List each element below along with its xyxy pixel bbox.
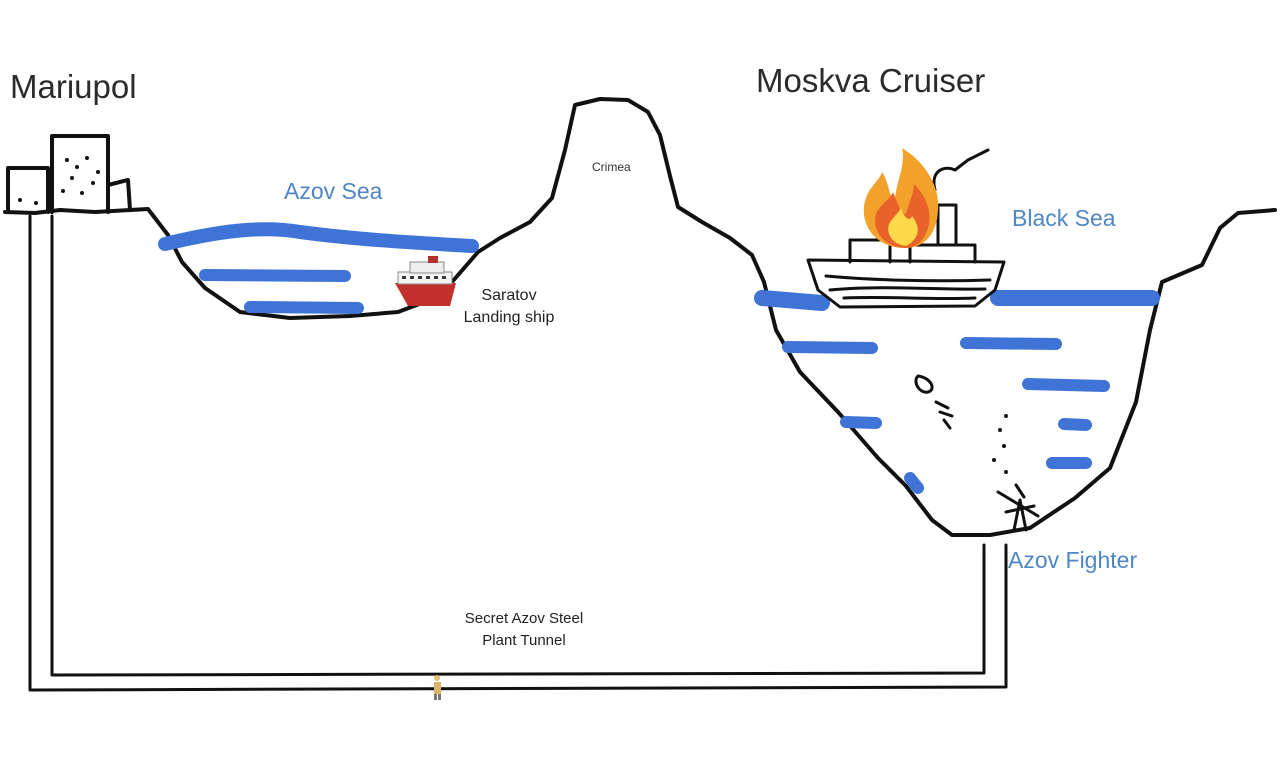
terrain-outline <box>3 97 1277 537</box>
tunnel-label: Secret Azov Steel Plant Tunnel <box>430 608 618 652</box>
saratov-label-line1: Saratov <box>481 287 537 304</box>
black-sea-water <box>754 290 1160 494</box>
azov-fighter-figure <box>996 483 1040 532</box>
azov-sea-label: Azov Sea <box>284 178 383 204</box>
fire-icon <box>863 148 939 248</box>
saratov-label-line2: Landing ship <box>463 309 555 326</box>
tunnel-label-line1: Secret Azov Steel <box>464 610 584 627</box>
ship-icon <box>395 256 456 306</box>
crimea-label: Crimea <box>592 160 631 174</box>
person-icon <box>434 675 441 700</box>
azov-fighter-label: Azov Fighter <box>1008 547 1138 573</box>
saratov-label: Saratov Landing ship <box>446 285 572 329</box>
azov-sea-water <box>158 222 479 314</box>
mariupol-label: Mariupol <box>10 68 137 105</box>
mariupol-buildings <box>6 134 132 214</box>
tunnel-label-line2: Plant Tunnel <box>482 632 566 649</box>
moskva-cruiser-ship <box>806 148 1006 309</box>
tunnel <box>28 214 1008 692</box>
moskva-cruiser-label: Moskva Cruiser <box>756 62 986 99</box>
black-sea-label: Black Sea <box>1012 205 1116 231</box>
sunken-debris <box>914 374 1008 474</box>
